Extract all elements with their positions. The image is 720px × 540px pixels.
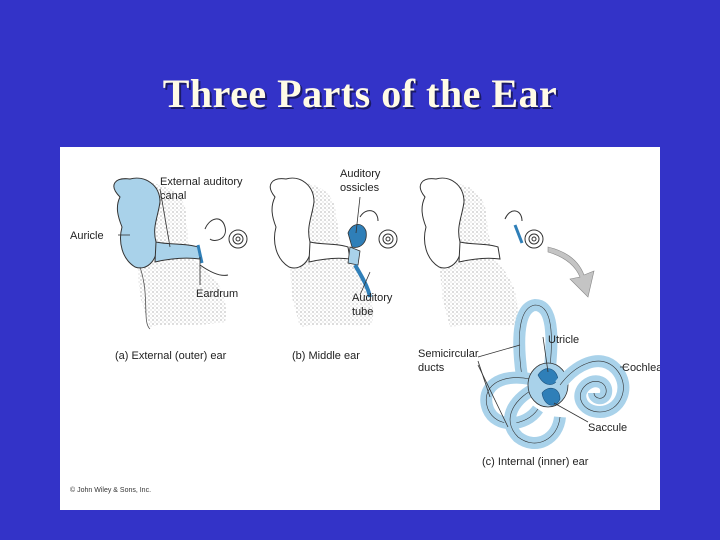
copyright-notice: © John Wiley & Sons, Inc. [70,486,151,494]
caption-b: (b) Middle ear [292,350,360,362]
ear-diagram-svg: External auditory canal Auricle Eardrum … [60,147,660,510]
ossicles-outline-a [200,219,247,276]
panel-internal-ear: Utricle Semicircular ducts Cochlea Saccu… [418,178,660,468]
auricle-shape [114,178,160,268]
label-auditory-ossicles-2: ossicles [340,182,380,194]
label-auditory-tube-2: tube [352,306,373,318]
label-auditory-ossicles-1: Auditory [340,168,381,180]
ossicles-b [348,224,366,247]
zoom-arrow [548,247,594,297]
label-auricle: Auricle [70,230,104,242]
slide-title: Three Parts of the Ear [0,70,720,117]
caption-c: (c) Internal (inner) ear [482,456,589,468]
middle-cavity-b [348,247,360,265]
panel-external-ear: External auditory canal Auricle Eardrum … [70,176,247,362]
ear-diagram: External auditory canal Auricle Eardrum … [60,147,660,510]
label-semicircular-ducts-2: ducts [418,362,445,374]
cochlea-structure [560,361,623,412]
inner-ear-small-c [505,211,543,248]
label-utricle: Utricle [548,334,579,346]
label-semicircular-ducts-1: Semicircular [418,348,479,360]
label-auditory-tube-1: Auditory [352,292,393,304]
label-cochlea: Cochlea [622,362,660,374]
auricle-outline-c [420,178,464,268]
panel-middle-ear: Auditory ossicles Auditory tube (b) Midd… [270,168,397,362]
label-external-auditory-canal-2: canal [160,190,186,202]
caption-a: (a) External (outer) ear [115,350,227,362]
label-external-auditory-canal-1: External auditory [160,176,243,188]
label-saccule: Saccule [588,422,627,434]
label-eardrum: Eardrum [196,288,238,300]
auricle-outline-b [270,178,314,268]
